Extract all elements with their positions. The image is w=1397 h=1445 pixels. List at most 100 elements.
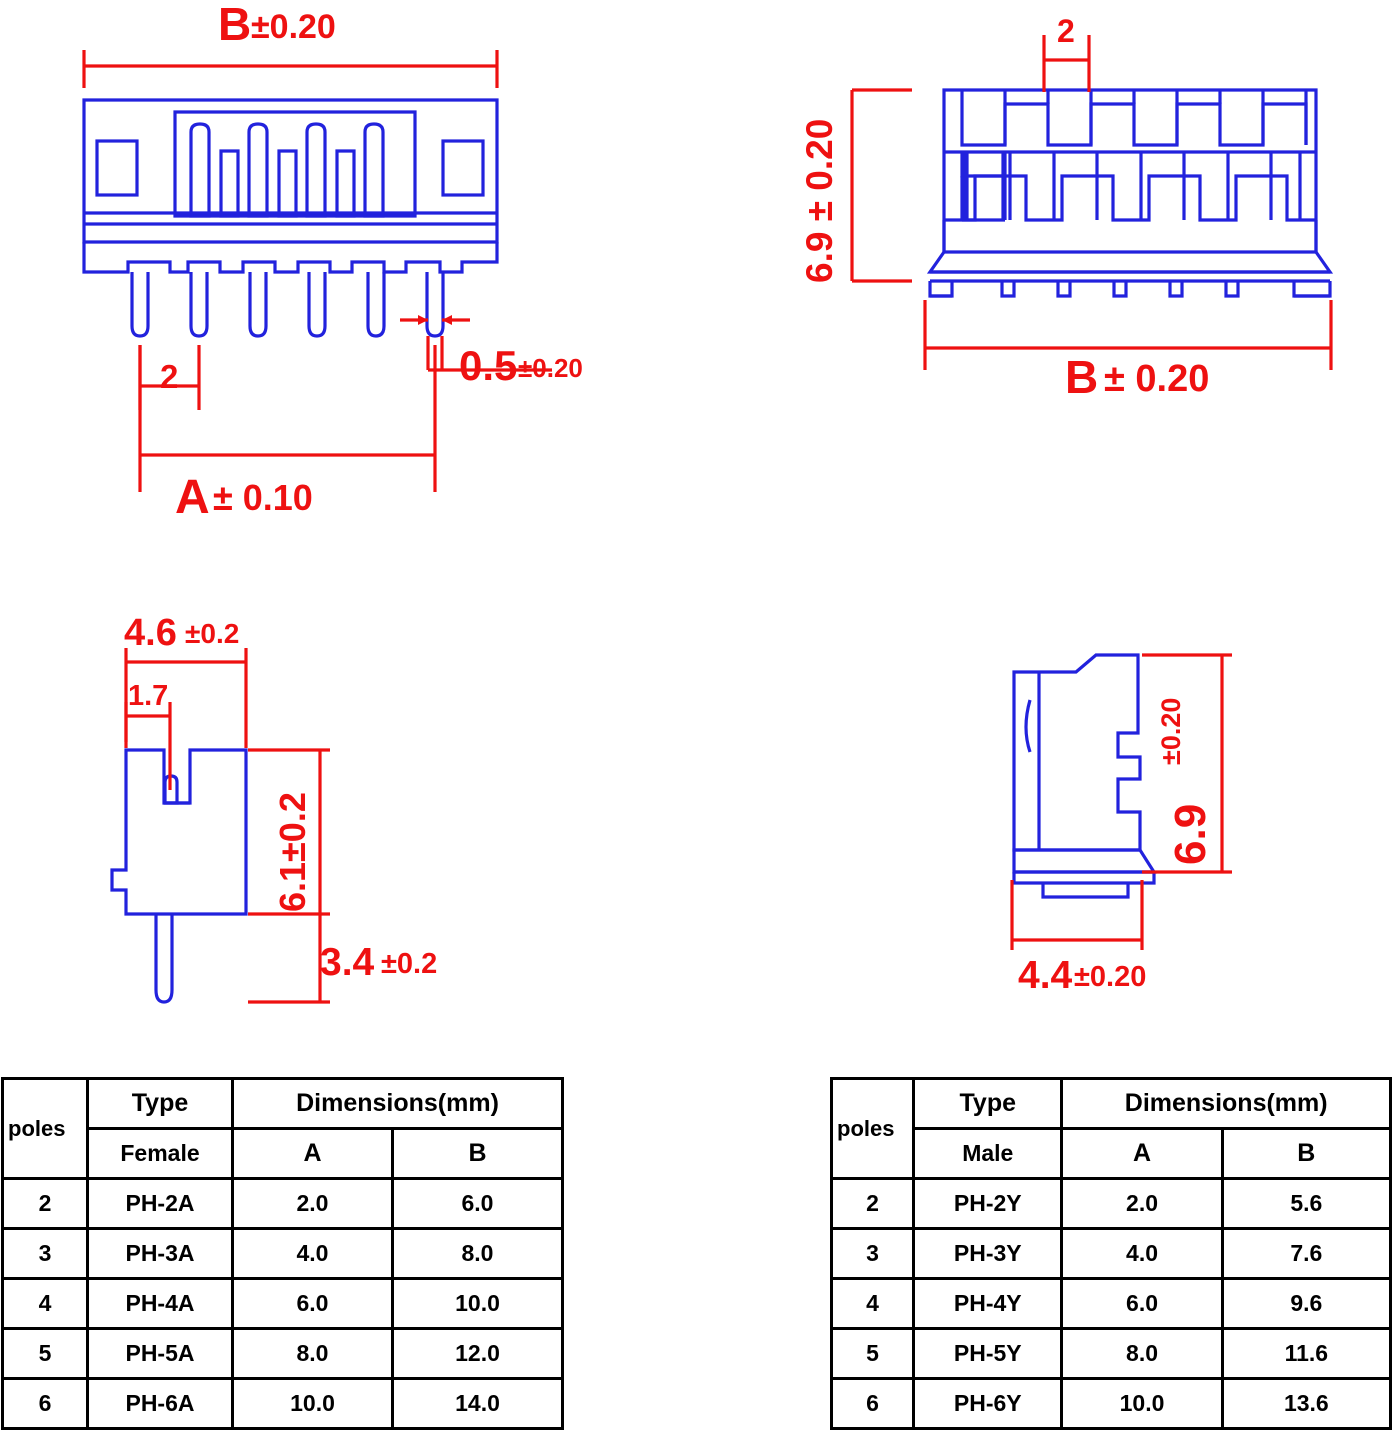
cell-a: 6.0 xyxy=(1060,1277,1224,1330)
table-row: 4 PH-4A 6.0 10.0 xyxy=(1,1277,564,1330)
label-b-top-left: B xyxy=(218,0,251,50)
housing-outer xyxy=(942,88,1318,254)
foot-4 xyxy=(1168,281,1184,298)
side-pin xyxy=(154,914,174,1004)
header-skirt xyxy=(82,242,499,274)
cell-type: PH-4Y xyxy=(912,1277,1064,1330)
table-row: 3 PH-3Y 4.0 7.6 xyxy=(829,1227,1393,1280)
table-header-row-2: Female A B xyxy=(3,1127,564,1180)
label-a-span-tol: ± 0.10 xyxy=(213,477,313,518)
header-gender: Female xyxy=(86,1127,234,1180)
contact-tall-2 xyxy=(247,122,269,218)
foot-0 xyxy=(928,281,954,298)
housing-flange xyxy=(926,251,1334,274)
header-type: Type xyxy=(912,1077,1064,1130)
label-69-male-front: 6.9 ± 0.20 xyxy=(799,119,840,283)
header-poles: poles xyxy=(829,1077,916,1180)
header-right-post xyxy=(441,139,485,197)
label-pitch-top-left: 2 xyxy=(160,358,178,395)
male-side-latch xyxy=(1024,699,1032,753)
view-male-front xyxy=(926,88,1334,298)
header-b: B xyxy=(1220,1127,1393,1180)
cell-a: 6.0 xyxy=(231,1277,394,1330)
label-a-span: A xyxy=(175,471,210,524)
header-gender: Male xyxy=(912,1127,1064,1180)
header-dimensions: Dimensions(mm) xyxy=(1060,1077,1392,1130)
side-body-outline xyxy=(110,748,248,916)
cell-type: PH-5Y xyxy=(912,1327,1064,1380)
cell-a: 2.0 xyxy=(231,1177,394,1230)
header-a: A xyxy=(231,1127,394,1180)
cell-poles: 4 xyxy=(829,1277,916,1330)
label-46-tol: ±0.2 xyxy=(185,618,239,649)
cell-a: 2.0 xyxy=(1060,1177,1224,1230)
table-row: 3 PH-3A 4.0 8.0 xyxy=(1,1227,564,1280)
cell-b: 7.6 xyxy=(1220,1227,1393,1280)
header-outer-body xyxy=(82,98,499,244)
female-dimension-table: poles Type Dimensions(mm) Female A B 2 P… xyxy=(1,1077,564,1430)
cell-poles: 5 xyxy=(1,1327,89,1380)
foot-6 xyxy=(1292,281,1332,298)
cell-type: PH-3A xyxy=(86,1227,234,1280)
cell-b: 9.6 xyxy=(1220,1277,1393,1330)
contact-tall-3 xyxy=(305,122,327,218)
dims-female-side xyxy=(124,648,330,1004)
label-17: 1.7 xyxy=(128,680,168,712)
table-row: 6 PH-6A 10.0 14.0 xyxy=(1,1377,564,1430)
cell-type: PH-6A xyxy=(86,1377,234,1430)
cell-type: PH-6Y xyxy=(912,1377,1064,1430)
foot-5 xyxy=(1224,281,1240,298)
label-44: 4.4 xyxy=(1018,954,1073,997)
cell-b: 11.6 xyxy=(1220,1327,1393,1380)
cell-a: 8.0 xyxy=(231,1327,394,1380)
cell-a: 10.0 xyxy=(1060,1377,1224,1430)
dim-text-layer: B ±0.20 2 0.5 ±0.20 A ± 0.10 6.9 ± 0.20 … xyxy=(124,0,1215,997)
cell-type: PH-5A xyxy=(86,1327,234,1380)
contact-short-1 xyxy=(219,149,240,218)
header-poles: poles xyxy=(1,1077,89,1180)
pin-6 xyxy=(425,272,445,338)
cell-a: 8.0 xyxy=(1060,1327,1224,1380)
cell-b: 12.0 xyxy=(391,1327,564,1380)
contact-short-3 xyxy=(335,149,356,218)
cell-type: PH-2A xyxy=(86,1177,234,1230)
arrowhead-right-05 xyxy=(442,315,452,325)
table-header-row-2: Male A B xyxy=(832,1127,1393,1180)
header-a: A xyxy=(1060,1127,1224,1180)
male-side-foot xyxy=(1041,883,1130,899)
pin-4 xyxy=(307,272,327,338)
male-side-base xyxy=(1012,872,1156,885)
header-inner-recess xyxy=(173,110,417,218)
cell-poles: 3 xyxy=(829,1227,916,1280)
cell-b: 14.0 xyxy=(391,1377,564,1430)
label-69-male-side-tol: ±0.20 xyxy=(1156,698,1186,765)
male-side-flange xyxy=(1012,848,1157,874)
label-34: 3.4 xyxy=(320,941,375,984)
cell-poles: 2 xyxy=(1,1177,89,1230)
cell-a: 4.0 xyxy=(1060,1227,1224,1280)
label-b-tol-top-left: ±0.20 xyxy=(251,8,336,46)
contact-short-2 xyxy=(277,149,298,218)
cell-poles: 6 xyxy=(1,1377,89,1430)
cell-poles: 5 xyxy=(829,1327,916,1380)
label-61: 6.1±0.2 xyxy=(272,792,313,912)
view-male-side xyxy=(1012,653,1157,899)
contact-tall-4 xyxy=(363,122,385,218)
label-b-tol-male-front: ± 0.20 xyxy=(1104,358,1209,400)
cell-poles: 2 xyxy=(829,1177,916,1230)
table-row: 2 PH-2Y 2.0 5.6 xyxy=(829,1177,1393,1230)
cell-a: 10.0 xyxy=(231,1377,394,1430)
foot-1 xyxy=(1000,281,1016,298)
housing-comb-lower xyxy=(944,174,1316,222)
cell-poles: 4 xyxy=(1,1277,89,1330)
cell-type: PH-4A xyxy=(86,1277,234,1330)
pin-2 xyxy=(189,272,209,338)
cell-a: 4.0 xyxy=(231,1227,394,1280)
contact-tall-1 xyxy=(189,122,211,218)
table-row: 4 PH-4Y 6.0 9.6 xyxy=(829,1277,1393,1330)
foot-2 xyxy=(1056,281,1072,298)
label-pin-width-tol: ±0.20 xyxy=(518,353,583,383)
cell-type: PH-2Y xyxy=(912,1177,1064,1230)
